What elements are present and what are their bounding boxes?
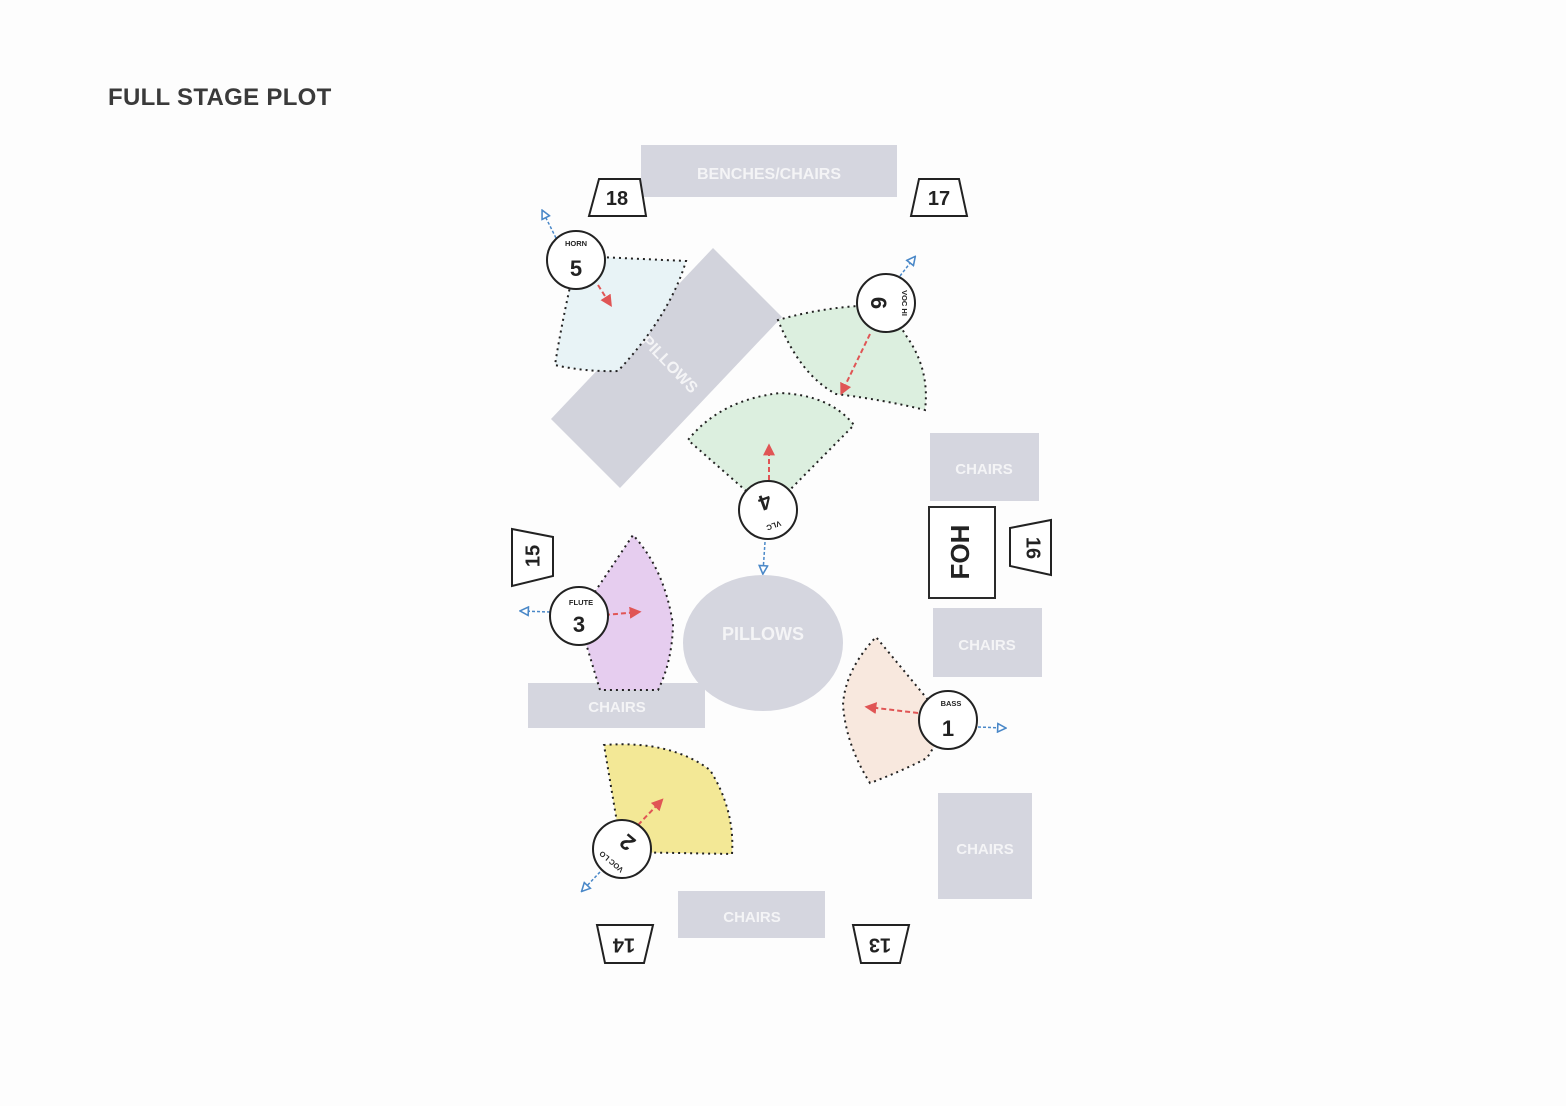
- monitor-14: 14: [595, 924, 655, 964]
- horn-aim-arrow: [597, 284, 612, 308]
- horn-arrows: [543, 212, 612, 308]
- voc-hi-arrows: [840, 258, 914, 396]
- monitor-18: 16: [1009, 518, 1052, 577]
- monitor-16-label: 18: [606, 188, 628, 210]
- pillows-oval-block: PILLOWS: [683, 575, 843, 711]
- chairs-right-top-block: CHAIRS: [930, 433, 1039, 501]
- bass-aim-arrow: [864, 702, 919, 714]
- vlc-monitor-arrow: [763, 541, 765, 572]
- monitor-13: 13: [851, 924, 911, 964]
- instrument-6-tag: VOC HI: [900, 290, 909, 316]
- chairs-bottom-block: CHAIRS: [678, 891, 825, 938]
- pillows-rect-block: PILLOWS: [551, 248, 782, 488]
- monitor-13-label: 13: [869, 934, 891, 956]
- voc-hi-aim-arrow: [840, 333, 871, 396]
- page-title: FULL STAGE PLOT: [108, 84, 332, 111]
- bass-coverage-fan: [841, 635, 950, 785]
- instrument-1-bass: BASS 1: [918, 690, 978, 750]
- voc-lo-monitor-arrow: [583, 871, 601, 890]
- voc-lo-arrows: [583, 798, 664, 890]
- foh-box: FOH: [928, 506, 996, 599]
- instrument-5-number: 5: [570, 256, 582, 281]
- voc-lo-aim-arrow: [637, 798, 664, 826]
- instrument-5-horn: HORN 5: [546, 230, 606, 290]
- monitor-15-label: 15: [522, 545, 544, 567]
- instrument-3-number: 3: [573, 612, 585, 637]
- bass-monitor-arrow: [977, 727, 1004, 728]
- instrument-3-tag: FLUTE: [569, 598, 593, 607]
- horn-monitor-arrow: [543, 212, 557, 239]
- benches-chairs-label: BENCHES/CHAIRS: [697, 166, 841, 183]
- chairs-right-bottom-block: CHAIRS: [938, 793, 1032, 899]
- voc-hi-monitor-arrow: [899, 258, 914, 277]
- monitor-14-label: 14: [612, 934, 635, 956]
- instrument-6-voc-hi: VOC HI 6: [856, 273, 916, 333]
- instrument-4-vlc: VLC 4: [738, 480, 798, 540]
- monitor-16: 18: [587, 178, 648, 217]
- chairs-right-top-label: CHAIRS: [955, 461, 1013, 478]
- vlc-arrows: [763, 443, 775, 572]
- flute-arrows: [522, 606, 642, 619]
- pillows-oval-label: PILLOWS: [722, 624, 804, 644]
- foh-label: FOH: [945, 525, 975, 580]
- instrument-2-voc-lo: VOC LO 2: [592, 819, 652, 879]
- instrument-3-flute: FLUTE 3: [549, 586, 609, 646]
- instrument-5-tag: HORN: [565, 239, 587, 248]
- chairs-left-label: CHAIRS: [588, 699, 646, 716]
- bass-arrows: [864, 702, 1004, 728]
- flute-monitor-arrow: [522, 611, 551, 612]
- chairs-right-mid-label: CHAIRS: [958, 637, 1016, 654]
- instrument-6-number: 6: [866, 297, 891, 309]
- chairs-right-bottom-label: CHAIRS: [956, 841, 1014, 858]
- monitor-17: 17: [909, 178, 969, 217]
- chairs-right-mid-block: CHAIRS: [933, 608, 1042, 677]
- monitor-17-label: 17: [928, 188, 950, 210]
- benches-chairs-block: BENCHES/CHAIRS: [641, 145, 897, 197]
- chairs-bottom-label: CHAIRS: [723, 909, 781, 926]
- instrument-1-tag: BASS: [941, 699, 962, 708]
- flute-aim-arrow: [604, 606, 642, 619]
- monitor-15: 15: [511, 527, 554, 588]
- monitor-18-label: 16: [1022, 537, 1044, 559]
- instrument-1-number: 1: [942, 716, 954, 741]
